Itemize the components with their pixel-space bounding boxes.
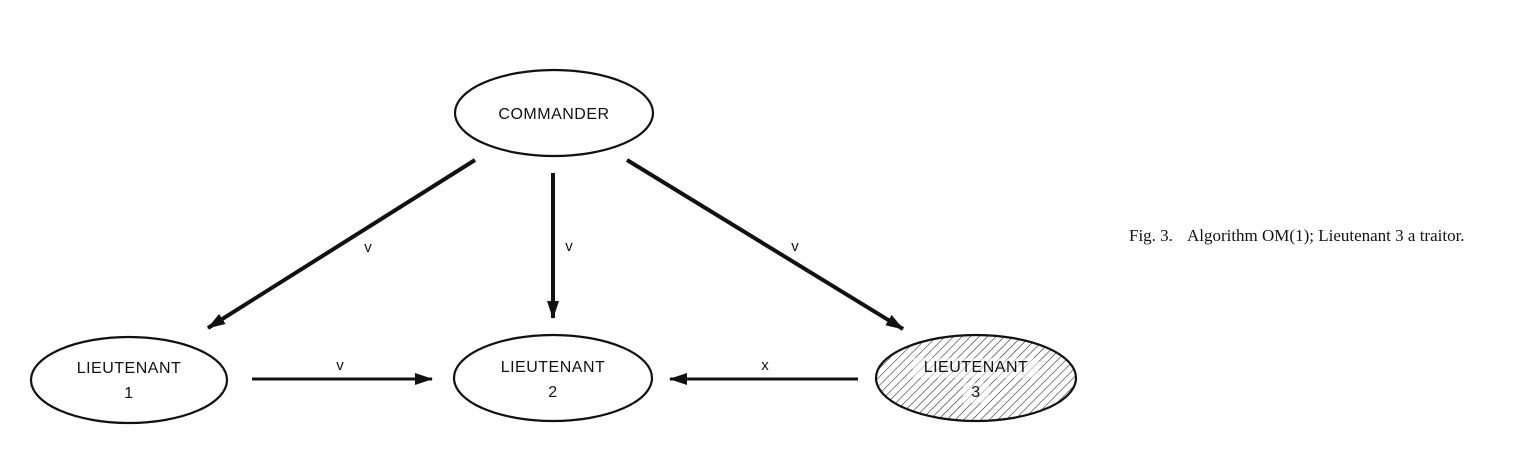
lieutenant-3-number: 3: [971, 384, 980, 401]
lieutenant-2-label: LIEUTENANT: [501, 359, 606, 376]
edge-label-commander-l2: v: [565, 238, 573, 255]
figure-number: Fig. 3.: [1129, 226, 1173, 245]
edge-label-commander-l3: v: [791, 238, 799, 255]
commander-label: COMMANDER: [498, 106, 609, 123]
edge-lieutenant-3-to-lieutenant-2: x: [669, 357, 858, 385]
lieutenant-1-number: 1: [124, 385, 133, 402]
lieutenant-3-node: LIEUTENANT 3: [874, 333, 1078, 423]
edge-label-commander-l1: v: [364, 239, 372, 256]
commander-node: COMMANDER: [453, 68, 655, 158]
edge-label-l1-l2: v: [336, 357, 344, 374]
lieutenant-2-number: 2: [548, 384, 557, 401]
edge-commander-to-lieutenant-2: v: [547, 173, 573, 319]
figure-caption-text: Algorithm OM(1); Lieutenant 3 a traitor.: [1186, 226, 1465, 245]
lieutenant-1-label: LIEUTENANT: [77, 360, 182, 377]
edge-label-l3-l2: x: [761, 357, 769, 374]
edge-commander-to-lieutenant-3: v: [625, 158, 905, 331]
edge-commander-to-lieutenant-1: v: [206, 158, 477, 330]
lieutenant-2-node: LIEUTENANT 2: [452, 333, 654, 423]
edge-lieutenant-1-to-lieutenant-2: v: [252, 357, 433, 385]
figure-caption: Fig. 3. Algorithm OM(1); Lieutenant 3 a t…: [1129, 226, 1509, 246]
lieutenant-3-label: LIEUTENANT: [924, 359, 1029, 376]
lieutenant-1-node: LIEUTENANT 1: [29, 335, 229, 425]
